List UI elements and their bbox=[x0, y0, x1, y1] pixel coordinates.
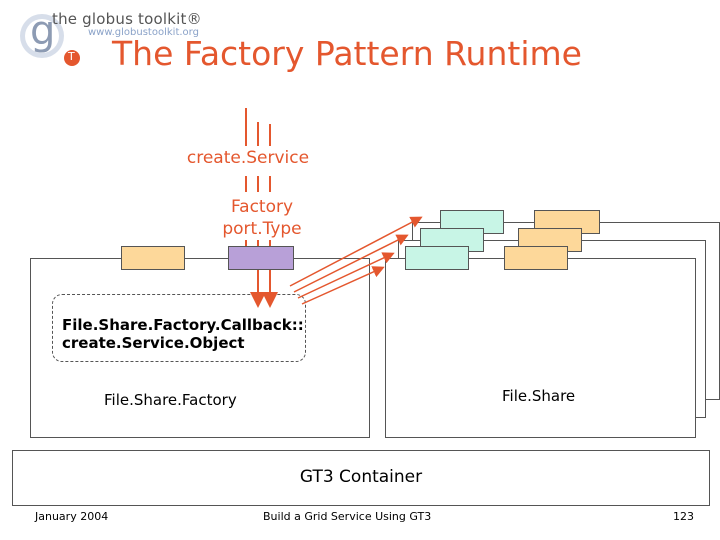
footer-page: 123 bbox=[673, 510, 694, 523]
logo-title: the globus toolkit® bbox=[52, 10, 202, 28]
file-share-instance-front bbox=[385, 258, 696, 438]
logo-url: www.globustoolkit.org bbox=[88, 27, 199, 38]
logo-badge-letter: T bbox=[68, 50, 75, 63]
instance-front-orange-porttype bbox=[504, 246, 568, 270]
create-service-label: create.Service bbox=[186, 148, 310, 168]
footer-center: Build a Grid Service Using GT3 bbox=[263, 510, 432, 523]
factory-porttype-orange bbox=[121, 246, 185, 270]
logo-letter: g bbox=[30, 8, 56, 54]
gt3-container-box bbox=[12, 450, 710, 506]
container-label: GT3 Container bbox=[299, 467, 423, 487]
factory-porttype-label-line2: port.Type bbox=[222, 219, 302, 239]
globus-logo: g T bbox=[10, 6, 120, 70]
factory-porttype-purple bbox=[228, 246, 294, 270]
callback-label-line1: File.Share.Factory.Callback:: bbox=[62, 316, 304, 334]
instance-front-teal-porttype bbox=[405, 246, 469, 270]
globus-logo-icon bbox=[20, 14, 80, 66]
footer-date: January 2004 bbox=[35, 510, 109, 523]
slide-title: The Factory Pattern Runtime bbox=[112, 34, 582, 73]
share-label: File.Share bbox=[502, 387, 576, 405]
factory-porttype-label-line1: Factory bbox=[230, 197, 294, 217]
factory-label: File.Share.Factory bbox=[104, 391, 237, 409]
callback-label-line2: create.Service.Object bbox=[62, 334, 245, 352]
